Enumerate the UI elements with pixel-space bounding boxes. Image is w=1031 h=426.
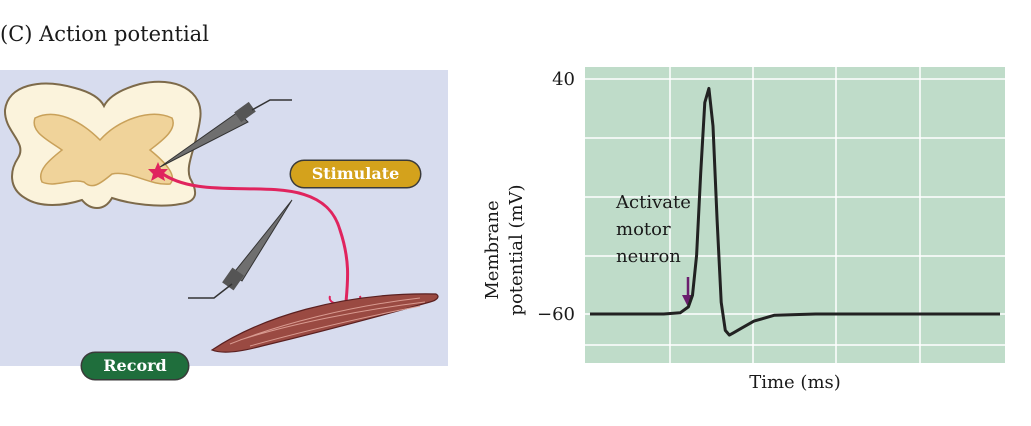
panel-title: (C) Action potential (0, 22, 209, 46)
annotation-line3: neuron (616, 246, 681, 267)
annotation-line2: motor (616, 219, 671, 240)
y-axis-label-line2: potential (mV) (506, 184, 527, 315)
record-label: Record (82, 353, 188, 379)
action-potential-chart: 40 −60 Membrane potential (mV) Time (ms)… (482, 67, 1005, 393)
x-axis-label: Time (ms) (749, 372, 841, 393)
annotation-line1: Activate (615, 192, 691, 213)
diagram-illustration (3, 80, 439, 353)
grey-matter (33, 113, 174, 187)
nerve-fiber (159, 170, 350, 303)
record-electrode (231, 199, 293, 282)
muscle (210, 293, 439, 353)
stimulate-label: Stimulate (291, 161, 420, 187)
y-tick-top: 40 (552, 69, 575, 90)
y-tick-bottom: −60 (537, 304, 575, 325)
y-axis-label-line1: Membrane (482, 200, 503, 299)
experiment-diagram: Stimulate Record (0, 70, 448, 379)
plot-background (585, 67, 1005, 363)
motor-neuron-star (148, 162, 168, 181)
action-potential-trace (590, 86, 1000, 337)
